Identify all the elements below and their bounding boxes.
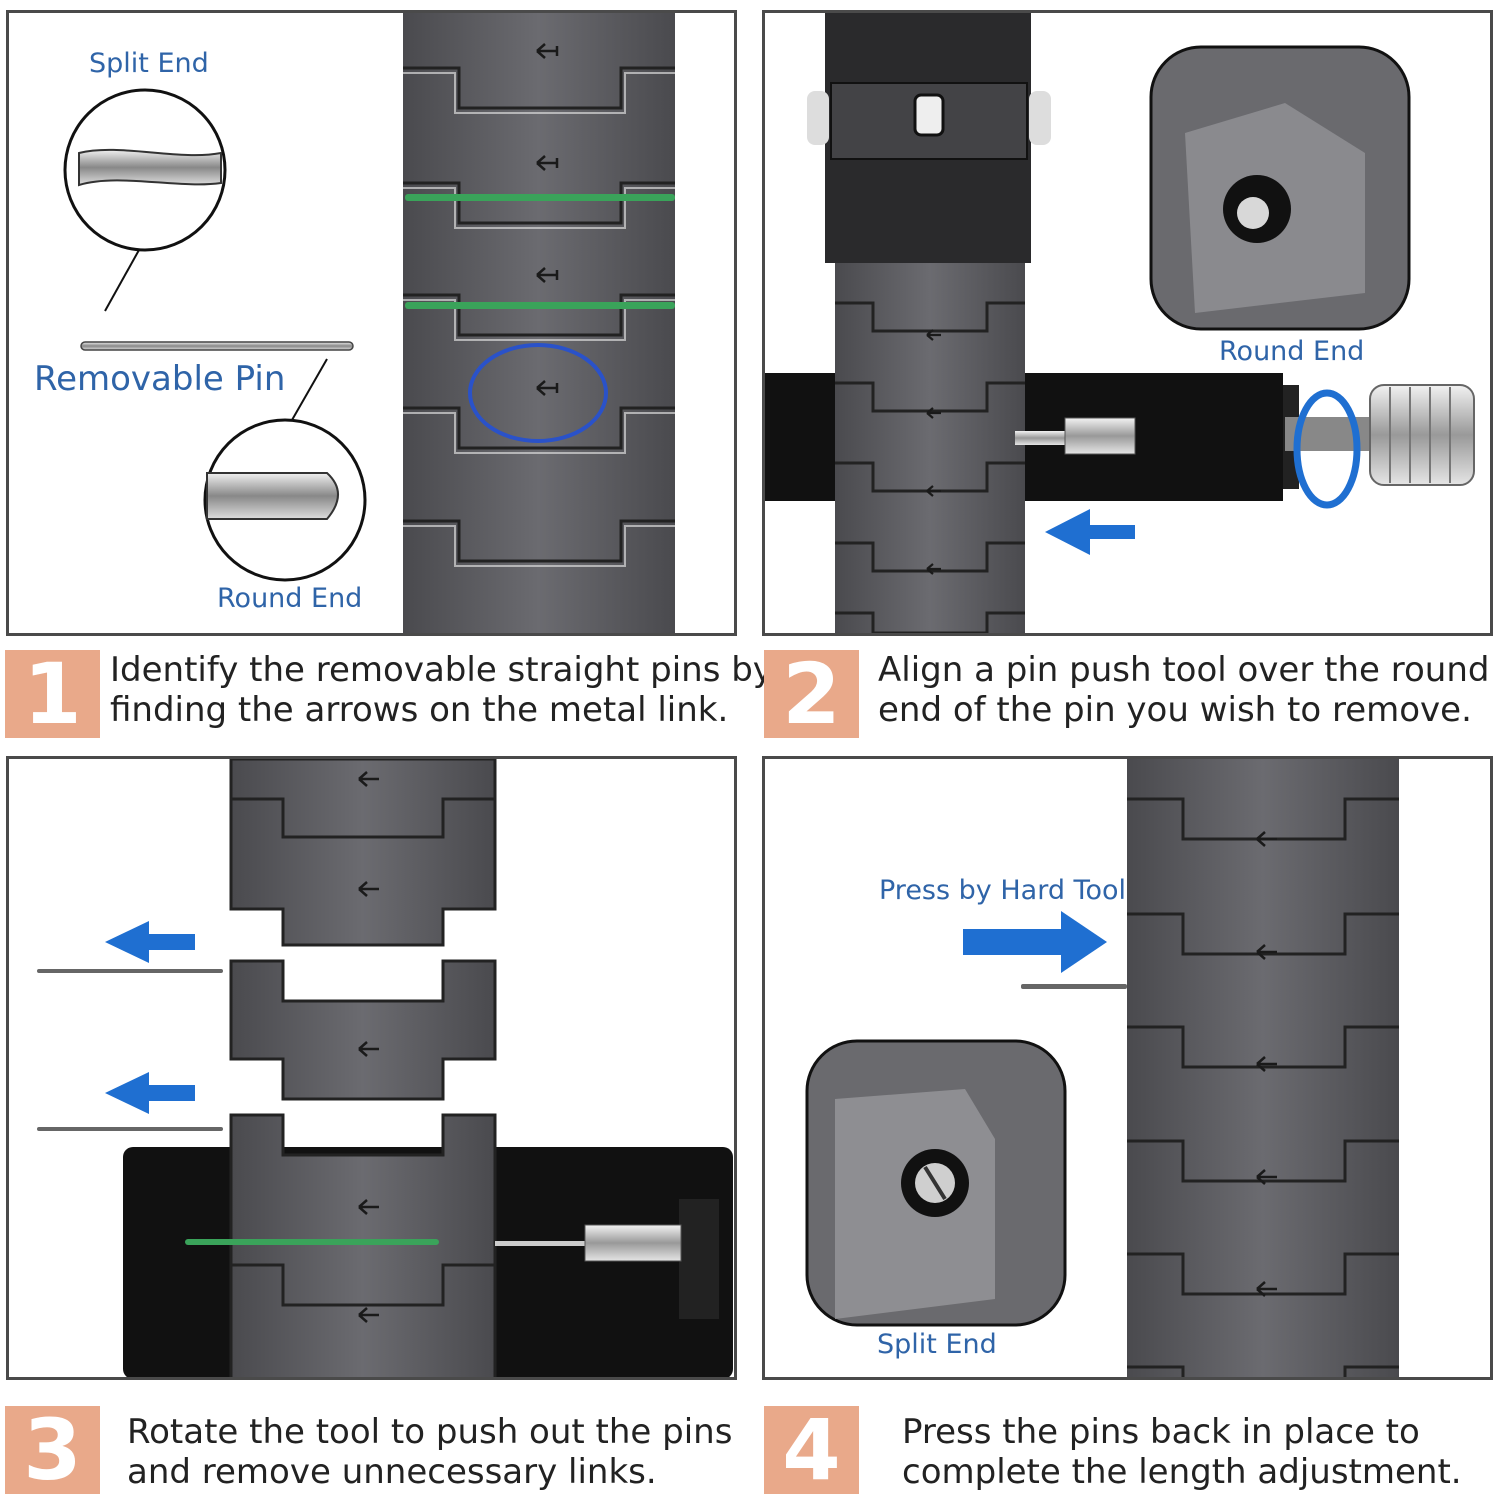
step-4-line-2: complete the length adjustment. bbox=[902, 1452, 1462, 1492]
panel-step-3 bbox=[6, 756, 737, 1380]
step-number-1: 1 bbox=[5, 650, 100, 738]
bracelet-links bbox=[1127, 759, 1399, 1377]
panel-step-4: Press by Hard Tool Split End bbox=[762, 756, 1493, 1380]
bracelet-links bbox=[835, 263, 1025, 633]
step-text-3: Rotate the tool to push out the pins and… bbox=[127, 1412, 732, 1492]
panel-step-1: Split End Removable Pin Round End bbox=[6, 10, 737, 636]
removable-pin-drawing bbox=[80, 341, 354, 421]
panel-4-illustration bbox=[805, 759, 1399, 1377]
step-1-line-2: finding the arrows on the metal link. bbox=[110, 690, 729, 730]
step-2-line-2: end of the pin you wish to remove. bbox=[878, 690, 1472, 730]
label-removable-pin: Removable Pin bbox=[34, 359, 286, 399]
step-2-line-1: Align a pin push tool over the round bbox=[878, 650, 1490, 690]
round-end-zoom bbox=[1149, 45, 1411, 331]
step-number-4: 4 bbox=[764, 1406, 859, 1494]
round-end-zoom bbox=[203, 418, 367, 582]
pin-push-tool bbox=[765, 373, 1475, 501]
push-pin-tip bbox=[495, 1224, 682, 1262]
link-bottom bbox=[185, 1113, 497, 1377]
label-round-end: Round End bbox=[1219, 336, 1365, 367]
step-1-line-1: Identify the removable straight pins by bbox=[110, 650, 773, 690]
split-end-zoom bbox=[805, 1039, 1067, 1327]
step-4-line-1: Press the pins back in place to bbox=[902, 1412, 1420, 1452]
panel-1-illustration bbox=[63, 13, 675, 633]
press-arrow bbox=[963, 911, 1107, 973]
label-split-end: Split End bbox=[877, 1329, 997, 1360]
label-round-end: Round End bbox=[217, 583, 363, 614]
link-top bbox=[229, 759, 497, 947]
highlight-circle bbox=[468, 343, 608, 443]
removal-arrows bbox=[105, 921, 195, 1114]
panel-step-2: Round End bbox=[762, 10, 1493, 636]
rotate-arrow bbox=[1293, 389, 1361, 509]
label-split-end: Split End bbox=[89, 48, 209, 79]
step-3-line-1: Rotate the tool to push out the pins bbox=[127, 1412, 733, 1452]
panel-3-illustration bbox=[37, 759, 733, 1377]
green-pins bbox=[405, 194, 675, 309]
link-removed bbox=[229, 959, 497, 1101]
step-text-1: Identify the removable straight pins by … bbox=[110, 650, 773, 730]
removed-pins bbox=[37, 969, 223, 1131]
inserted-pin bbox=[1021, 984, 1127, 989]
step-text-4: Press the pins back in place to complete… bbox=[902, 1412, 1462, 1492]
clasp bbox=[807, 13, 1051, 263]
step-number-2: 2 bbox=[764, 650, 859, 738]
step-text-2: Align a pin push tool over the round end… bbox=[878, 650, 1489, 730]
step-3-line-2: and remove unnecessary links. bbox=[127, 1452, 657, 1492]
split-end-zoom bbox=[63, 88, 227, 312]
green-pin bbox=[185, 1239, 439, 1245]
step-number-3: 3 bbox=[5, 1406, 100, 1494]
panel-2-illustration bbox=[765, 13, 1475, 633]
bracelet-links bbox=[403, 13, 675, 633]
arrow-marks bbox=[536, 43, 559, 396]
label-press-by-hard-tool: Press by Hard Tool bbox=[879, 875, 1126, 906]
push-arrow bbox=[1045, 509, 1135, 555]
